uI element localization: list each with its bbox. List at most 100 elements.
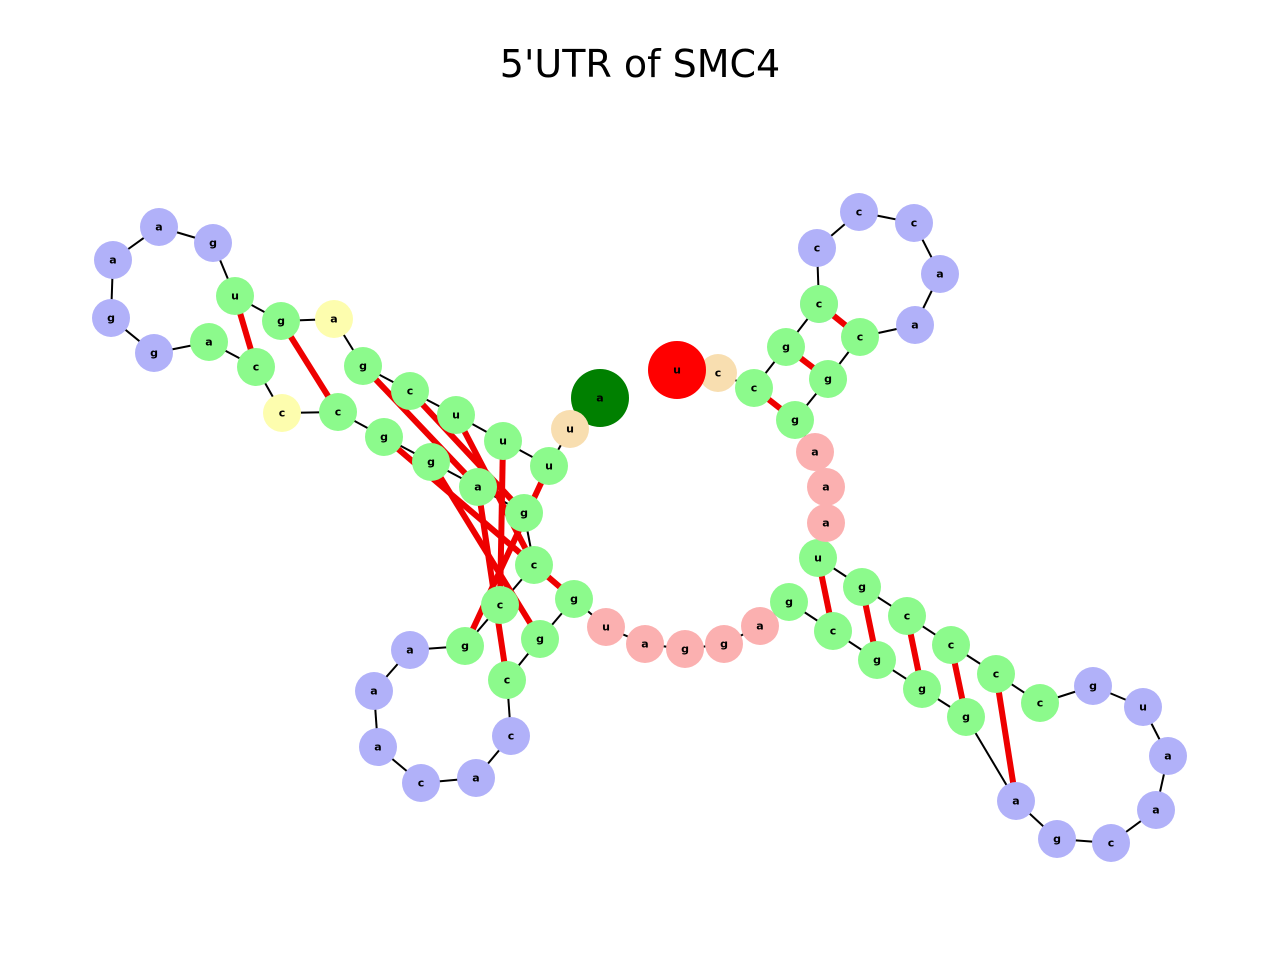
nucleotide-circle [888, 597, 926, 635]
nucleotide-stem: c [932, 626, 970, 664]
nucleotide-stem: u [437, 396, 475, 434]
nucleotide-label: a [155, 221, 162, 234]
nucleotide-label: u [499, 435, 507, 448]
nucleotide-stem: g [776, 401, 814, 439]
nucleotide-circle [484, 422, 522, 460]
nucleotide-stem: c [488, 661, 526, 699]
nucleotide-hairpin-loop: g [92, 299, 130, 337]
nucleotide-multiloop: a [807, 468, 845, 506]
nucleotide-circle [391, 372, 429, 410]
nucleotide-circle [459, 468, 497, 506]
nucleotide-multiloop: u [587, 608, 625, 646]
nucleotide-label: u [673, 364, 681, 377]
nucleotide-circle [492, 717, 530, 755]
nucleotide-label: g [782, 341, 790, 354]
nucleotide-multiloop: g [705, 625, 743, 663]
nucleotide-stem: g [770, 583, 808, 621]
nucleotide-stem: g [767, 328, 805, 366]
nucleotide-hairpin-loop: g [135, 334, 173, 372]
nucleotide-stem: c [888, 597, 926, 635]
nucleotide-label: c [911, 217, 918, 230]
nucleotide-circle [932, 626, 970, 664]
nucleotide-circle [587, 608, 625, 646]
nucleotide-circle [807, 468, 845, 506]
nucleotide-circle [770, 583, 808, 621]
nucleotide-circle [800, 285, 838, 323]
nucleotide-label: a [936, 268, 943, 281]
nucleotide-circle [216, 277, 254, 315]
nucleotide-circle [776, 401, 814, 439]
nucleotide-stem: u [216, 277, 254, 315]
base-pair-bond [993, 673, 1019, 802]
nucleotide-label: g [536, 633, 544, 646]
nucleotide-label: g [520, 507, 528, 520]
nucleotide-circle [359, 728, 397, 766]
nucleotide-label: g [720, 638, 728, 651]
nucleotide-label: u [231, 290, 239, 303]
nucleotide-hairpin-loop: a [355, 672, 393, 710]
nucleotide-label: c [508, 730, 515, 743]
nucleotide-circle [237, 348, 275, 386]
nucleotide-circle [488, 661, 526, 699]
nucleotide-label: c [335, 406, 342, 419]
nucleotide-circle [798, 229, 836, 267]
nucleotide-hairpin-loop: c [492, 717, 530, 755]
nucleotide-circle [92, 299, 130, 337]
nucleotide-label: g [824, 373, 832, 386]
nucleotide-label: a [641, 638, 648, 651]
nucleotide-stem: c [735, 369, 773, 407]
nucleotide-label: g [359, 360, 367, 373]
nucleotide-hairpin-loop: c [840, 193, 878, 231]
nucleotide-circle [977, 655, 1015, 693]
nucleotide-label: c [418, 777, 425, 790]
nucleotide-circle [1124, 688, 1162, 726]
nucleotide-stem: c [1021, 684, 1059, 722]
nucleotide-circle [666, 630, 704, 668]
nucleotide-circle [843, 568, 881, 606]
nucleotide-label: g [107, 312, 115, 325]
nucleotide-multiloop: a [807, 504, 845, 542]
nucleotide-circle [814, 612, 852, 650]
nucleotide-stem: g [505, 494, 543, 532]
nucleotide-multiloop: a [626, 625, 664, 663]
nucleotide-label: a [1164, 750, 1171, 763]
nucleotide-circle [896, 306, 934, 344]
nucleotide-label: g [1089, 680, 1097, 693]
nucleotide-label: c [1037, 697, 1044, 710]
nucleotide-hairpin-loop: c [1092, 824, 1130, 862]
nucleotide-circle [446, 627, 484, 665]
nucleotide-stem: c [237, 348, 275, 386]
nucleotide-circle [412, 443, 450, 481]
nucleotide-label: a [330, 313, 337, 326]
nucleotide-circle [402, 764, 440, 802]
nucleotide-circle [571, 369, 629, 427]
nucleotide-circle [1092, 824, 1130, 862]
base-pair-bond [407, 388, 527, 516]
nucleotide-label: g [1053, 833, 1061, 846]
nucleotide-label: u [814, 552, 822, 565]
nucleotide-stem: g [262, 302, 300, 340]
nucleotide-hairpin-loop: a [391, 631, 429, 669]
nucleotide-label: g [277, 315, 285, 328]
nucleotide-stem: c [481, 586, 519, 624]
nucleotide-circle [319, 393, 357, 431]
nucleotide-stem: c [800, 285, 838, 323]
nucleotide-stem: g [843, 568, 881, 606]
nucleotide-label: a [370, 685, 377, 698]
nucleotide-label: u [566, 423, 574, 436]
nucleotide-hairpin-loop: a [94, 241, 132, 279]
nucleotide-label: g [150, 347, 158, 360]
nucleotide-stem: g [947, 698, 985, 736]
nucleotide-label: c [857, 331, 864, 344]
nucleotide-hairpin-loop: g [194, 224, 232, 262]
nucleotide-label: g [791, 414, 799, 427]
nucleotide-label: c [531, 559, 538, 572]
nucleotide-five-prime-end: a [571, 369, 629, 427]
nucleotide-circle [530, 447, 568, 485]
nucleotide-label: c [497, 599, 504, 612]
nucleotide-label: g [461, 640, 469, 653]
nucleotide-circle [457, 759, 495, 797]
nucleotide-label: g [962, 711, 970, 724]
nucleotide-label: c [253, 361, 260, 374]
nucleotide-circle [1149, 737, 1187, 775]
